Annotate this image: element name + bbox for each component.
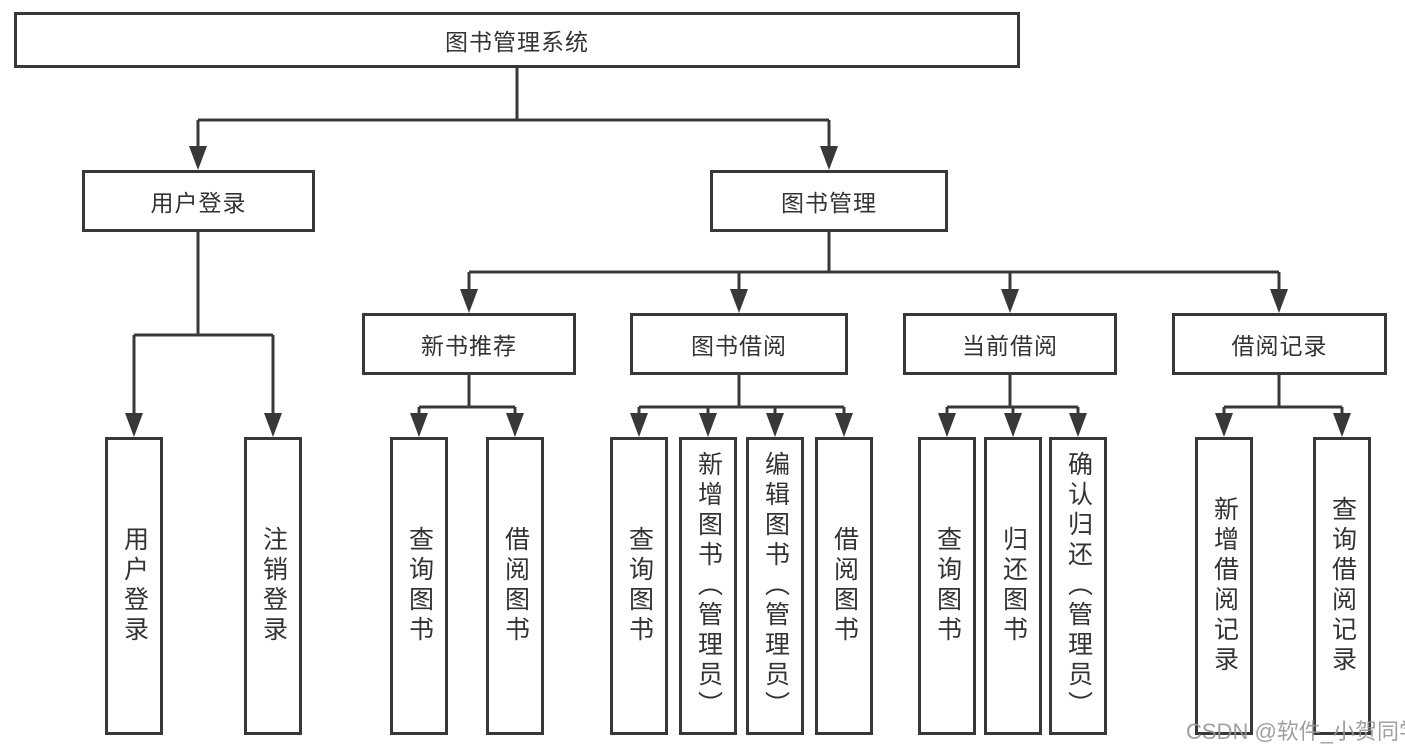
leaf-query-books-current: 查询图书	[918, 437, 976, 735]
leaf-return-books: 归还图书	[984, 437, 1042, 735]
leaf-query-books-borrow: 查询图书	[610, 437, 668, 735]
node-root-library-system: 图书管理系统	[14, 12, 1020, 68]
leaf-add-borrow-record: 新增借阅记录	[1195, 437, 1253, 735]
leaf-query-borrow-record: 查询借阅记录	[1313, 437, 1371, 735]
leaf-logout: 注销登录	[244, 437, 302, 735]
connector-root-to-level2	[189, 68, 838, 170]
node-borrowing-records: 借阅记录	[1172, 313, 1387, 375]
connector-borrow-records-to-leaves	[1215, 375, 1351, 437]
csdn-watermark: CSDN @软件_小贺同学	[1186, 719, 1405, 744]
node-book-borrowing: 图书借阅	[630, 313, 848, 375]
leaf-edit-books-admin: 编辑图书（管理员）	[746, 437, 804, 735]
node-user-login-branch: 用户登录	[82, 170, 315, 232]
node-new-book-recommend: 新书推荐	[362, 313, 576, 375]
leaf-add-books-admin: 新增图书（管理员）	[679, 437, 737, 735]
node-current-borrowing: 当前借阅	[903, 313, 1117, 375]
connector-book-mgmt-to-level3	[460, 232, 1288, 313]
leaf-borrow-books: 借阅图书	[815, 437, 873, 735]
connector-new-book-to-leaves	[410, 375, 524, 437]
node-book-management-branch: 图书管理	[710, 170, 948, 232]
connector-current-borrow-to-leaves	[938, 375, 1087, 437]
leaf-confirm-return-admin: 确认归还（管理员）	[1049, 437, 1107, 735]
leaf-borrow-books-recommend: 借阅图书	[486, 437, 544, 735]
connector-user-login-to-leaves	[125, 232, 282, 437]
connector-book-borrow-to-leaves	[630, 375, 853, 437]
leaf-query-books-recommend: 查询图书	[390, 437, 448, 735]
leaf-user-login: 用户登录	[105, 437, 163, 735]
